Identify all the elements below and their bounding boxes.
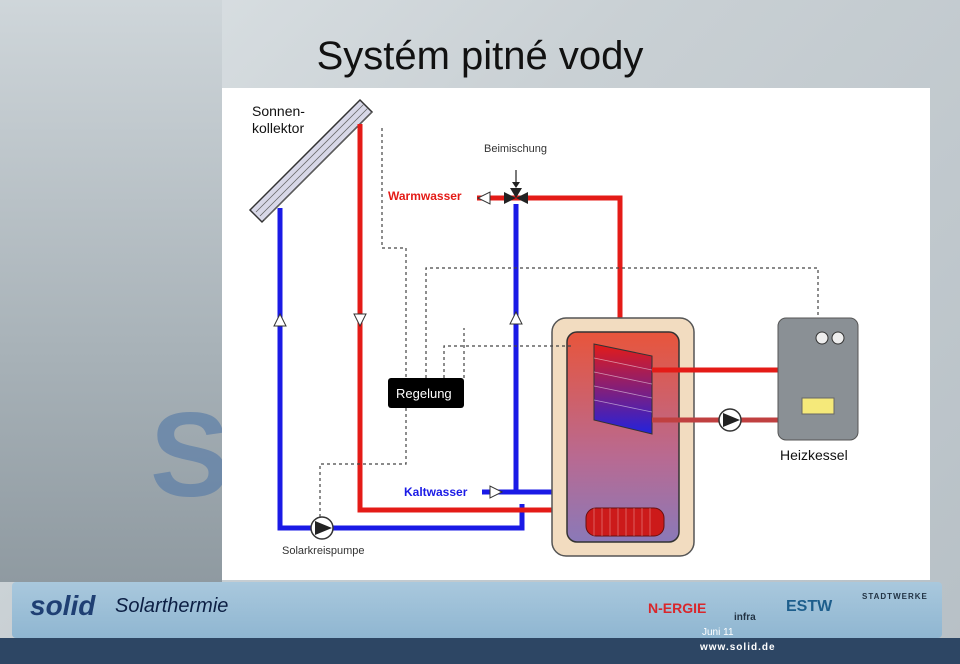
flow-arrow-down <box>353 313 367 328</box>
pump-label: Solarkreispumpe <box>282 545 365 557</box>
mixing-label: Beimischung <box>484 143 547 155</box>
collector-label-1: Sonnen- <box>252 103 305 119</box>
flow-arrow-up <box>273 312 287 327</box>
solar-coil <box>585 507 665 537</box>
stadtwerke-logo: STADTWERKE <box>862 592 928 601</box>
control-label: Regelung <box>396 386 452 401</box>
nergie-logo: N-ERGIE <box>648 600 707 616</box>
collector-label-2: kollektor <box>252 120 304 136</box>
footer-date: Juni 11 <box>702 627 734 638</box>
background-letter-s: S <box>150 388 231 522</box>
footer-bottom <box>0 638 960 664</box>
mixing-valve <box>504 170 528 204</box>
cold-water-arrow <box>489 485 504 499</box>
page-title: Systém pitné vody <box>316 34 644 78</box>
solar-return-pipe <box>277 208 525 531</box>
boiler-label: Heizkessel <box>780 447 848 463</box>
solar-flow-pipe <box>357 124 572 513</box>
solid-logo: solid <box>30 590 96 621</box>
estw-logo: ESTW <box>786 598 833 615</box>
upper-heat-exchanger <box>593 343 653 435</box>
control-lines <box>319 128 819 518</box>
hot-water-arrow <box>476 191 491 205</box>
solar-water-diagram: Sonnen- kollektor Beimischung Warmwasser… <box>222 88 930 580</box>
solar-collector <box>248 98 374 224</box>
footer-bar <box>12 582 942 638</box>
infra-logo: infra <box>734 612 756 623</box>
heating-boiler <box>777 317 859 441</box>
background-building <box>0 0 222 582</box>
boiler-pump <box>718 408 742 432</box>
cold-mix-arrow <box>509 310 523 325</box>
footer-url: www.solid.de <box>700 642 776 653</box>
footer-subtitle: Solarthermie <box>115 595 229 617</box>
hot-water-label: Warmwasser <box>388 189 462 203</box>
solar-pump <box>310 516 334 540</box>
hot-water-pipe <box>502 195 623 350</box>
control-unit <box>388 378 464 408</box>
cold-water-label: Kaltwasser <box>404 485 468 499</box>
diagram-svg: Sonnen- kollektor Beimischung Warmwasser… <box>248 98 859 557</box>
